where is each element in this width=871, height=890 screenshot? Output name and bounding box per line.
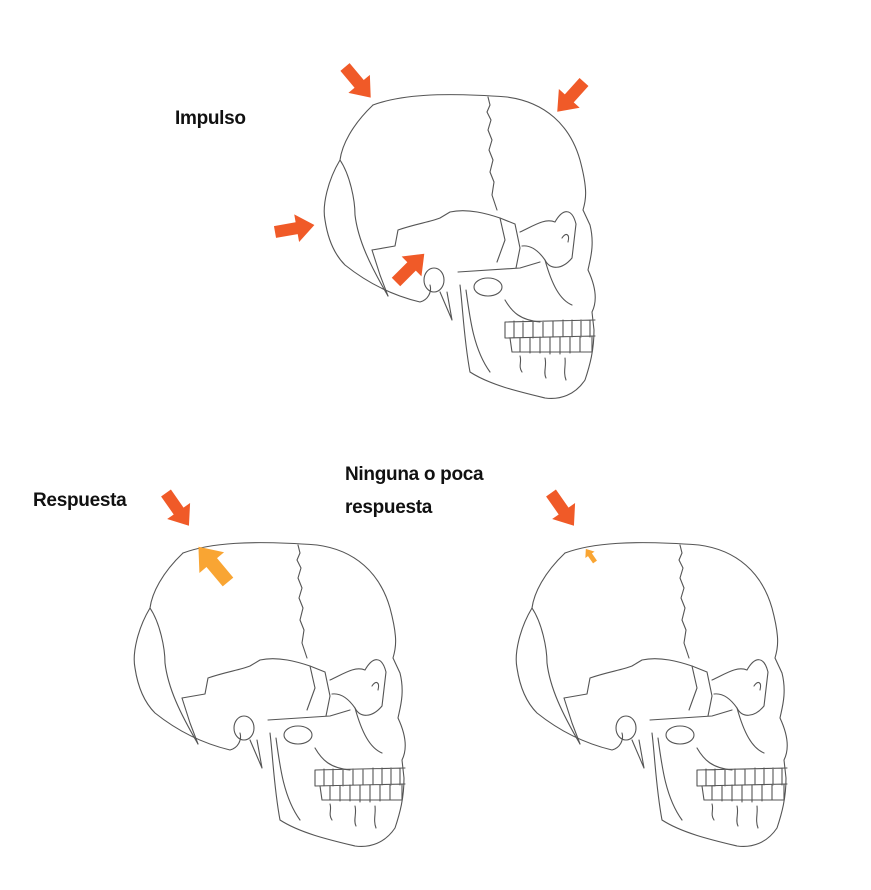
- no-response-label-line2: respuesta: [345, 497, 433, 518]
- response-arrow-icon: [186, 536, 241, 593]
- impulse-arrow-icon: [546, 72, 595, 122]
- skull-illustration-response: [133, 542, 406, 847]
- skull-illustration-no-response: [515, 542, 788, 847]
- impulse-arrow-icon: [386, 243, 435, 292]
- response-label: Respuesta: [33, 490, 127, 511]
- impulse-label: Impulso: [175, 108, 246, 129]
- impulse-arrow-icon: [539, 484, 586, 534]
- impulse-arrow-icon: [154, 484, 201, 534]
- impulse-arrow-icon: [334, 58, 382, 107]
- small-response-arrow-icon: [581, 545, 600, 566]
- no-response-label-line1: Ninguna o poca: [345, 464, 484, 485]
- skull-illustration-impulse: [323, 94, 596, 399]
- impulse-arrow-icon: [272, 211, 317, 246]
